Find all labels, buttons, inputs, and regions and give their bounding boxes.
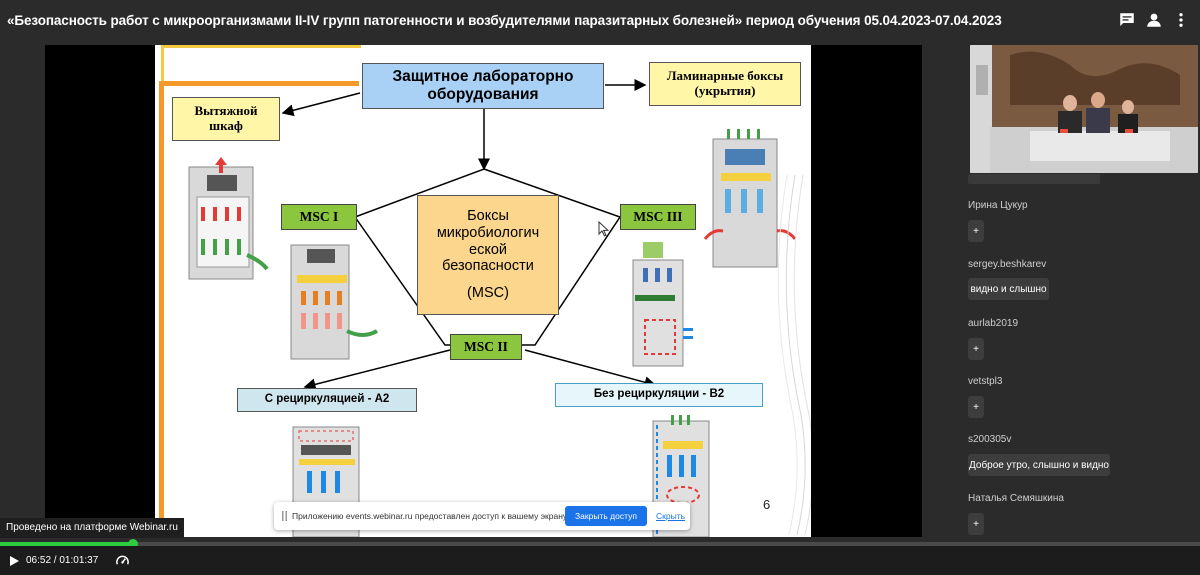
recirc-box: С рециркуляцией - А2 [237, 388, 417, 412]
hood-box: Вытяжной шкаф [172, 97, 280, 141]
more-options-icon[interactable] [1172, 11, 1190, 29]
drag-handle-icon[interactable] [282, 511, 288, 521]
playback-progress-fill [0, 542, 134, 546]
msc-center-box: Боксы микробиологич еской безопасности (… [417, 195, 559, 315]
user-icon[interactable] [1145, 11, 1163, 29]
page-title: «Безопасность работ с микроорганизмами I… [7, 13, 1002, 28]
chat-author: sergey.beshkarev [968, 259, 1047, 270]
chat-message: видно и слышно [968, 278, 1049, 300]
webcam-caption-bar [968, 174, 1100, 184]
chat-message: + [968, 338, 984, 360]
player-controls: 06:52 / 01:01:37 [0, 546, 1200, 575]
playback-time: 06:52 / 01:01:37 [26, 555, 99, 566]
chat-author: Наталья Семяшкина [968, 493, 1064, 504]
playback-progress-bar[interactable] [0, 539, 1200, 549]
slide-decoration [777, 175, 811, 535]
laminar-illustration [703, 129, 797, 268]
presentation-slide: Защитное лабораторно оборудования Ламина… [155, 45, 811, 537]
chat-author: aurlab2019 [968, 318, 1019, 329]
mouse-cursor-icon [598, 221, 610, 237]
laminar-box: Ламинарные боксы (укрытия) [649, 62, 801, 106]
playback-progress-handle[interactable] [128, 539, 139, 549]
slide-frame-diag [159, 81, 359, 86]
webcam-scene [970, 45, 1198, 173]
slide-frame-top [161, 45, 361, 48]
hide-notification-link[interactable]: Скрыть [656, 511, 686, 521]
msc2-box: MSC II [450, 334, 522, 360]
slide-frame-left [159, 85, 164, 537]
chat-author: vetstpl3 [968, 376, 1003, 387]
playback-speed-icon[interactable] [115, 553, 130, 568]
msc-center-abbr: (MSC) [467, 285, 509, 301]
chat-icon[interactable] [1118, 11, 1136, 29]
chat-message: + [968, 396, 984, 418]
slide-frame-left-outer [161, 45, 164, 81]
msc3-illustration [632, 242, 693, 367]
play-icon[interactable] [8, 555, 20, 567]
chat-message: Доброе утро, слышно и видно [968, 454, 1110, 476]
webcam-video[interactable] [970, 45, 1198, 173]
slide-page-number: 6 [763, 497, 771, 512]
msc1-illustration [290, 244, 378, 360]
platform-label: Проведено на платформе Webinar.ru [0, 518, 184, 538]
chat-author: Ирина Цукур [968, 200, 1028, 211]
fume-hood-illustration [188, 157, 269, 280]
center-title-box: Защитное лабораторно оборудования [362, 63, 604, 109]
chat-message: + [968, 220, 984, 242]
chat-author: s200305v [968, 434, 1012, 445]
screen-share-notification: Приложению events.webinar.ru предоставле… [274, 502, 690, 530]
chat-message: + [968, 513, 984, 535]
msc1-box: MSC I [281, 204, 357, 230]
norecirc-box: Без рециркуляции - В2 [555, 383, 763, 407]
msc3-box: MSC III [620, 204, 696, 230]
notification-text: Приложению events.webinar.ru предоставле… [292, 511, 569, 521]
stop-sharing-button[interactable]: Закрыть доступ [565, 506, 647, 526]
msc-center-label: Боксы микробиологич еской безопасности [436, 208, 540, 275]
top-bar: «Безопасность работ с микроорганизмами I… [0, 0, 1200, 40]
